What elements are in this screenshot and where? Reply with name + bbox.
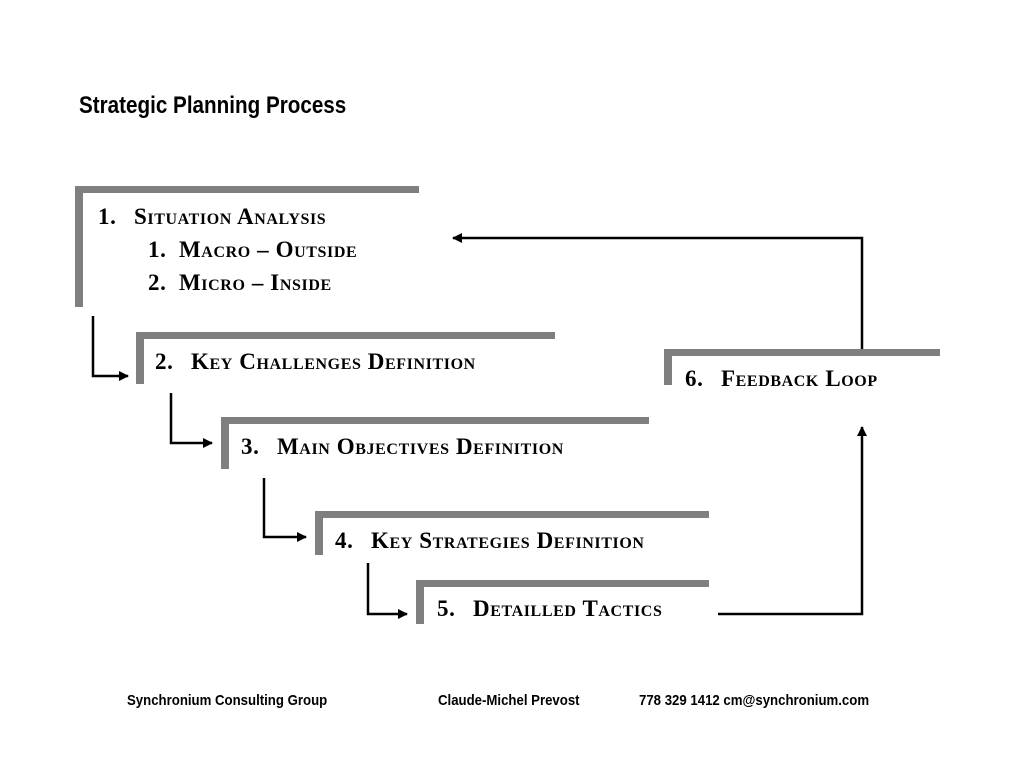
step-4-box — [315, 511, 709, 555]
step-1-subitem-1: 1. Macro – Outside — [148, 238, 357, 261]
step-1-title: 1. Situation Analysis — [98, 205, 326, 228]
step-6-label: Feedback Loop — [721, 366, 878, 391]
step-6-box — [664, 349, 940, 385]
page-title: Strategic Planning Process — [79, 92, 347, 119]
step-4-title: 4. Key Strategies Definition — [335, 529, 645, 552]
step-3-box — [221, 417, 649, 469]
step-3-label: Main Objectives Definition — [277, 434, 564, 459]
arrow-step3-to-step4 — [262, 478, 307, 542]
arrow-feedback-loop — [452, 233, 864, 349]
step-2-title: 2. Key Challenges Definition — [155, 350, 476, 373]
step-2-label: Key Challenges Definition — [191, 349, 476, 374]
footer-person: Claude-Michel Prevost — [438, 692, 580, 709]
step-4-label: Key Strategies Definition — [371, 528, 645, 553]
step-5-title: 5. Detailled Tactics — [437, 597, 662, 620]
step-2-box — [136, 332, 555, 384]
step-1-box — [75, 186, 419, 307]
arrow-step5-to-step6 — [718, 426, 867, 616]
step-1-number: 1. — [98, 204, 117, 229]
step-2-number: 2. — [155, 349, 174, 374]
arrow-step1-to-step2 — [91, 316, 129, 381]
step-4-number: 4. — [335, 528, 354, 553]
subitem-2-number: 2. — [148, 270, 167, 295]
step-5-box — [416, 580, 709, 624]
footer-contact: 778 329 1412 cm@synchronium.com — [639, 692, 870, 709]
step-3-number: 3. — [241, 434, 260, 459]
step-5-number: 5. — [437, 596, 456, 621]
arrow-step4-to-step5 — [366, 563, 408, 619]
step-6-number: 6. — [685, 366, 704, 391]
subitem-2-label: Micro – Inside — [179, 270, 332, 295]
step-3-title: 3. Main Objectives Definition — [241, 435, 564, 458]
subitem-1-label: Macro – Outside — [179, 237, 358, 262]
step-1-label: Situation Analysis — [134, 204, 327, 229]
step-5-label: Detailled Tactics — [473, 596, 663, 621]
step-6-title: 6. Feedback Loop — [685, 367, 878, 390]
subitem-1-number: 1. — [148, 237, 167, 262]
footer-company: Synchronium Consulting Group — [127, 692, 328, 709]
arrow-step2-to-step3 — [169, 393, 213, 448]
step-1-subitem-2: 2. Micro – Inside — [148, 271, 332, 294]
